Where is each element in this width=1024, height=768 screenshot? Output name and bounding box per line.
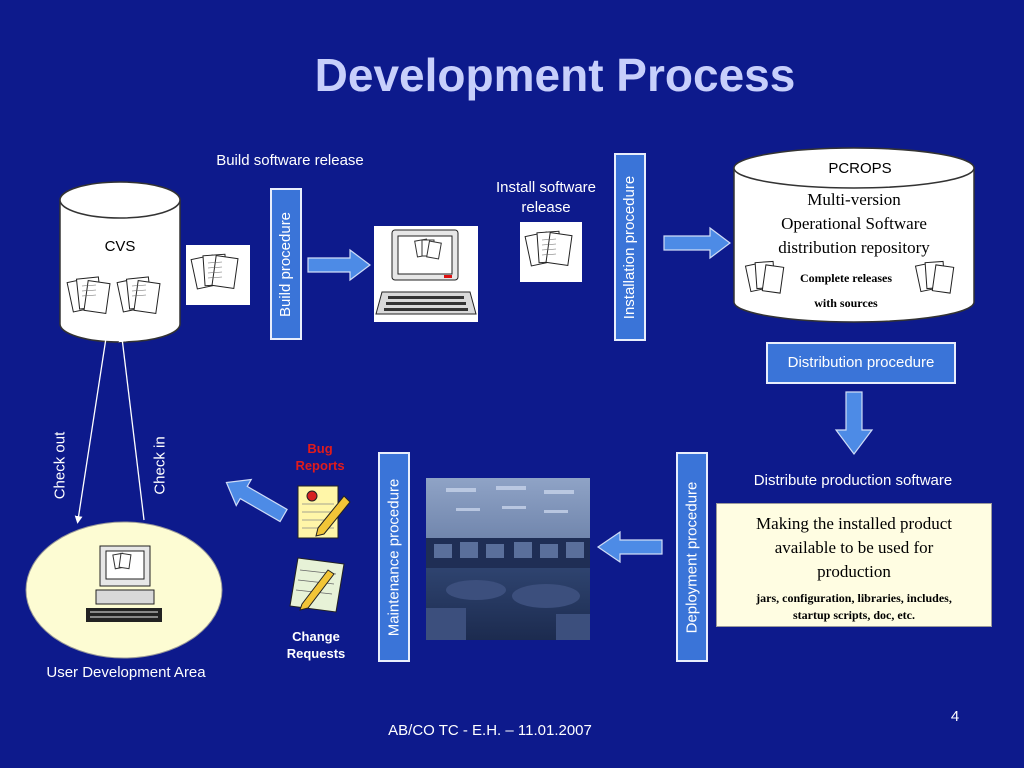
deployment-procedure-box: Deployment procedure <box>676 452 708 662</box>
note-line-2: available to be used for <box>774 538 934 557</box>
bug-reports-line-1: Bug <box>307 441 333 456</box>
change-requests-line-1: Change <box>292 629 340 644</box>
change-requests-line-2: Requests <box>286 646 346 661</box>
installation-procedure-box: Installation procedure <box>614 153 646 341</box>
control-room-photo <box>426 478 590 640</box>
repo-line-2: Operational Software <box>781 214 927 233</box>
change-request-icon <box>289 557 345 613</box>
note-line-3: production <box>817 562 891 581</box>
distribute-production-label: Distribute production software <box>753 472 953 489</box>
build-procedure-box: Build procedure <box>270 188 302 340</box>
pcrops-label: PCROPS <box>828 160 892 177</box>
arrow-left-icon <box>596 530 663 564</box>
arrow-right-icon <box>307 248 371 282</box>
build-release-label: Build software release <box>216 152 364 169</box>
distribution-procedure-box: Distribution procedure <box>766 342 956 384</box>
footer-text: AB/CO TC - E.H. – 11.01.2007 <box>388 722 592 739</box>
build-computer-box <box>374 226 478 322</box>
repo-line-3: distribution repository <box>778 238 930 257</box>
document-stack-icon <box>914 260 955 294</box>
document-stack-icon <box>190 253 239 290</box>
computer-icon <box>375 229 477 315</box>
user-development-area <box>25 521 223 659</box>
check-in-label: Check in <box>151 435 169 495</box>
repo-line-1: Multi-version <box>807 190 901 209</box>
release-docs-box <box>186 245 250 305</box>
pcrops-cylinder <box>733 147 975 323</box>
arrow-down-icon <box>834 391 874 455</box>
production-note: Making the installed product available t… <box>716 503 992 627</box>
complete-releases-label: Complete releases <box>799 271 893 285</box>
arrow-right-icon <box>663 226 731 260</box>
change-requests-label: Change Requests <box>276 628 356 662</box>
user-dev-area-label: User Development Area <box>46 664 206 681</box>
page-title: Development Process <box>314 49 796 101</box>
bug-reports-line-2: Reports <box>295 458 345 473</box>
complete-releases-note: Complete releases with sources <box>786 266 906 316</box>
cvs-label: CVS <box>104 238 136 255</box>
bug-report-icon <box>297 485 351 539</box>
check-out-label: Check out <box>51 431 69 499</box>
checkout-checkin-arrows <box>74 334 145 524</box>
page-number: 4 <box>950 708 960 725</box>
note-small-1: jars, configuration, libraries, includes… <box>756 591 952 605</box>
document-stack-icon <box>744 260 785 294</box>
note-line-1: Making the installed product <box>756 514 952 533</box>
install-docs-box <box>520 222 582 282</box>
bug-reports-label: Bug Reports <box>280 440 360 474</box>
with-sources-label: with sources <box>814 296 878 310</box>
user-workstation-icon <box>86 545 162 622</box>
repo-description: Multi-version Operational Software distr… <box>740 188 968 260</box>
document-stack-icon <box>66 276 161 314</box>
install-release-label-1: Install software <box>495 179 597 196</box>
maintenance-procedure-box: Maintenance procedure <box>378 452 410 662</box>
arrow-up-left-icon <box>225 478 288 523</box>
document-stack-icon <box>524 230 573 267</box>
install-release-label-2: release <box>521 199 571 216</box>
note-small-2: startup scripts, doc, etc. <box>793 608 915 622</box>
